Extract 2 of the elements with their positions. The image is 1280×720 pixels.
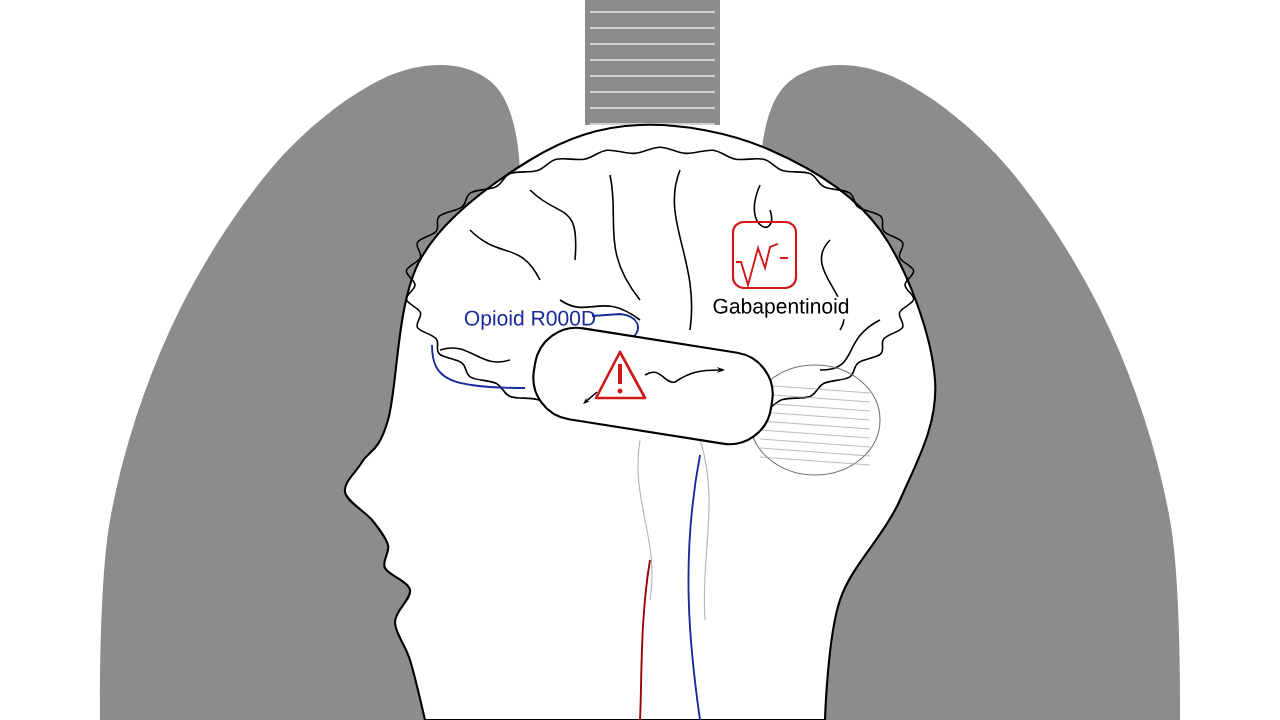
highlighted-region: Opioid R000D	[431, 310, 639, 389]
drug-label: Gabapentinoid	[711, 296, 851, 320]
